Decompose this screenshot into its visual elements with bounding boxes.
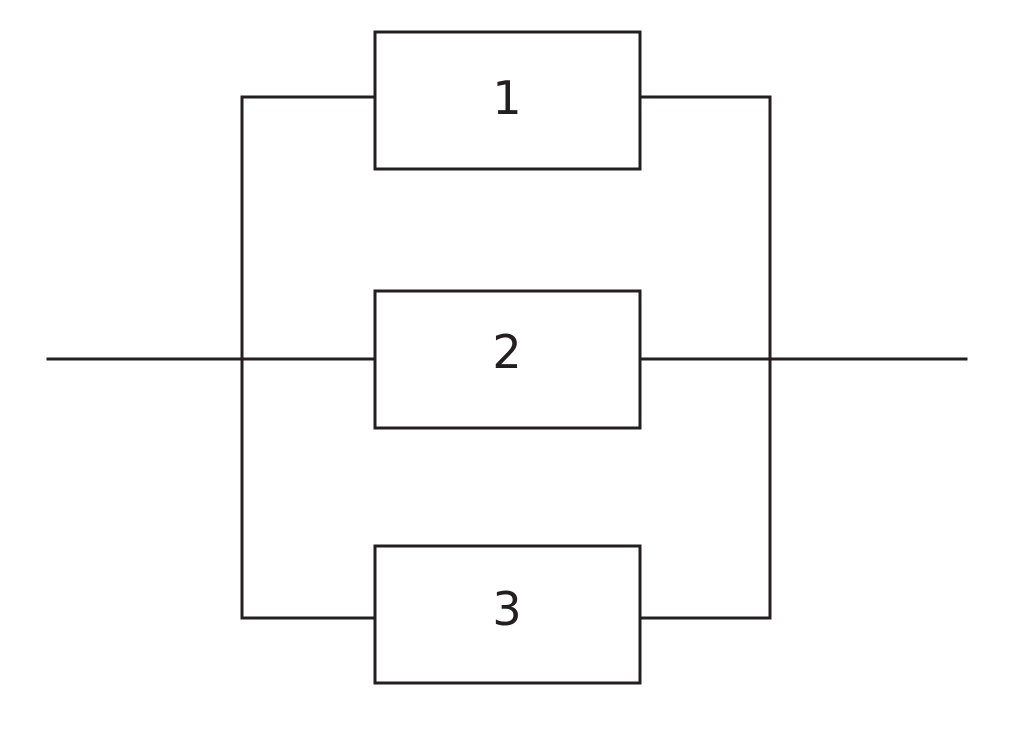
block-2: 2 <box>373 289 642 430</box>
block-3: 3 <box>373 544 642 685</box>
block-1-label: 1 <box>492 71 521 125</box>
block-2-label: 2 <box>492 325 521 379</box>
block-1: 1 <box>373 30 642 171</box>
block-1-box <box>373 30 642 171</box>
block-2-box <box>373 289 642 430</box>
block-3-label: 3 <box>492 582 521 636</box>
block-3-box <box>373 544 642 685</box>
